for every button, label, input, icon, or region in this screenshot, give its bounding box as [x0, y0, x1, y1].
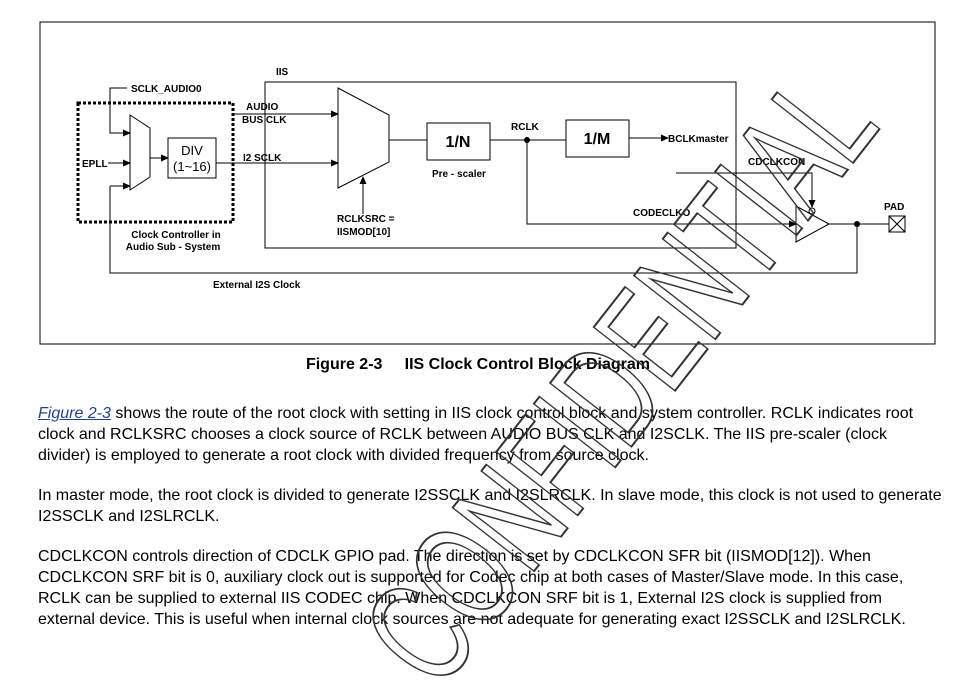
clock-controller-label-1: Clock Controller in — [131, 230, 220, 241]
wires — [108, 87, 889, 274]
audio-bus-clk-label-1: AUDIO — [246, 102, 278, 113]
paragraph-3: CDCLKCON controls direction of CDCLK GPI… — [38, 548, 906, 628]
divider-m-label: 1/M — [584, 131, 611, 148]
audio-bus-clk-label-2: BUS CLK — [242, 115, 287, 126]
clock-controller-box — [76, 101, 235, 224]
div-range-label: (1~16) — [173, 159, 211, 174]
external-i2s-clock-label: External I2S Clock — [213, 280, 301, 291]
div-block — [167, 137, 217, 179]
iis-clock-block-diagram: SCLK_AUDIO0 IIS AUDIO BUS CLK I2 SCLK EP… — [39, 21, 936, 345]
pad-cross-2 — [888, 215, 906, 233]
pad-junction — [854, 221, 860, 227]
paragraph-2: In master mode, the root clock is divide… — [38, 487, 942, 525]
prescaler-n-label: 1/N — [446, 134, 471, 151]
rclk-junction — [524, 137, 530, 143]
figure-link[interactable]: Figure 2-3 — [38, 405, 111, 422]
epll-label: EPLL — [82, 159, 108, 170]
i2-sclk-label: I2 SCLK — [243, 153, 282, 164]
cdclkcon-label: CDCLKCON — [748, 157, 805, 168]
prescaler-label: Pre - scaler — [432, 169, 486, 180]
pad-label: PAD — [884, 202, 904, 213]
paragraph-1-text: shows the route of the root clock with s… — [38, 405, 914, 464]
rclksrc-label-1: RCLKSRC = — [337, 214, 395, 225]
div-label: DIV — [181, 143, 203, 158]
bclkmaster-label: BCLKmaster — [668, 134, 729, 145]
divider-m-block — [565, 119, 630, 158]
clock-controller-label-2: Audio Sub - System — [126, 242, 221, 253]
clock-controller-mux — [129, 114, 151, 191]
iis-label: IIS — [276, 67, 289, 78]
buffer-enable-bubble — [808, 207, 816, 215]
diagram-frame — [39, 21, 936, 345]
rclksrc-mux — [337, 87, 390, 189]
iis-block — [264, 81, 737, 249]
codeclko-label: CODECLKO — [633, 208, 690, 219]
paragraph-1: Figure 2-3 shows the route of the root c… — [38, 403, 943, 466]
rclksrc-label-2: IISMOD[10] — [337, 227, 390, 238]
figure-caption: Figure 2-3 IIS Clock Control Block Diagr… — [305, 356, 651, 373]
rclk-label: RCLK — [511, 122, 540, 133]
sclk-audio0-label: SCLK_AUDIO0 — [131, 84, 202, 95]
prescaler-block — [426, 122, 491, 161]
